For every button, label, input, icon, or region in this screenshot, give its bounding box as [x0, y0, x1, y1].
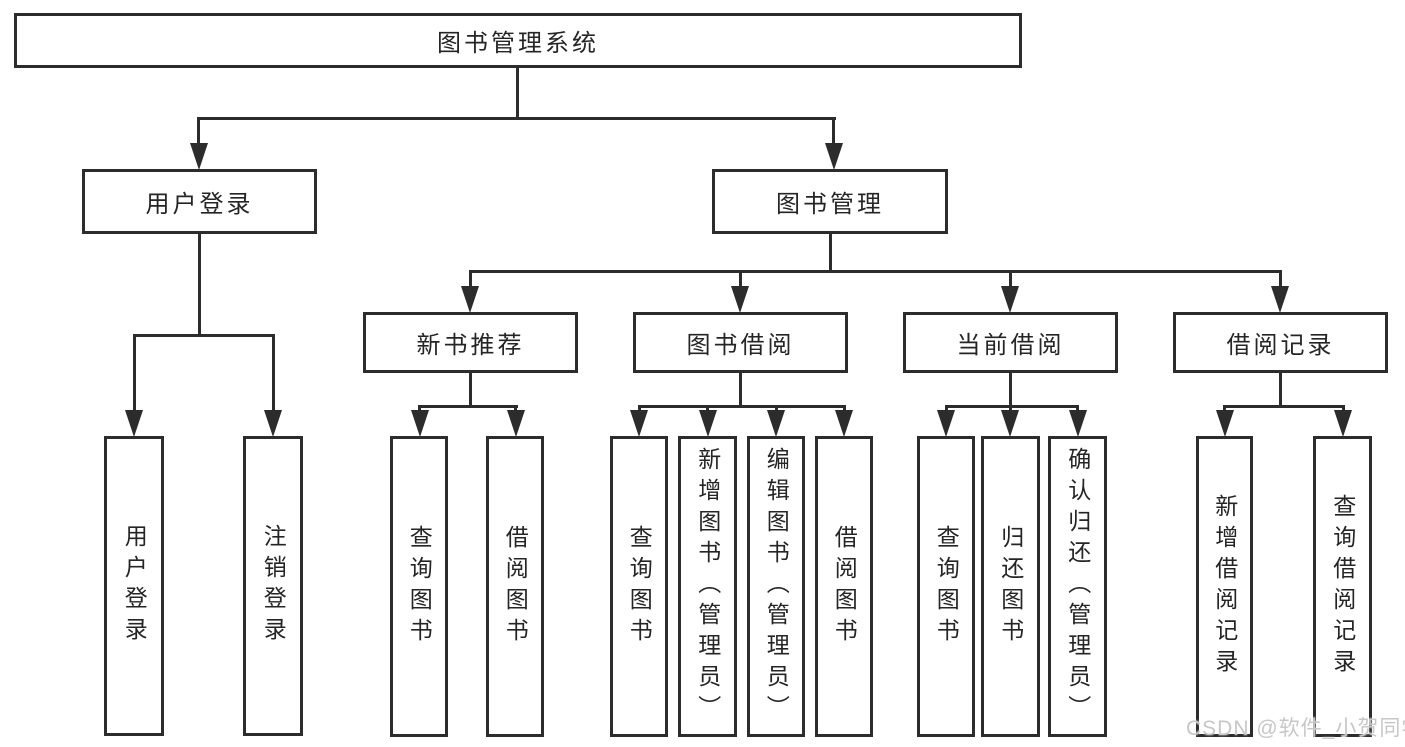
arrow-down-leaf-user-login [125, 410, 143, 437]
connector-to-br-add [1223, 405, 1226, 413]
node-label: 借阅记录 [1226, 332, 1335, 359]
leaf-label: 新增借阅记录 [1211, 493, 1238, 680]
connector-book-mgmt-stem [829, 233, 832, 273]
node-new-book-recommend: 新书推荐 [363, 312, 578, 373]
leaf-label: 查询图书 [933, 524, 960, 649]
leaf-borrow-add-book-admin: 新增图书（管理员） [678, 436, 737, 737]
connector-to-leaf-user-login [133, 334, 136, 412]
leaf-label: 查询借阅记录 [1329, 493, 1356, 680]
arrow-down-nr-search [411, 410, 429, 437]
leaf-logout: 注销登录 [243, 436, 303, 736]
leaf-label: 编辑图书（管理员） [763, 447, 790, 726]
connector-to-bb-edit [775, 405, 778, 413]
connector-to-user-login [197, 117, 200, 145]
node-user-login: 用户登录 [82, 169, 317, 234]
arrow-down-cb-confirm [1069, 410, 1087, 437]
leaf-borrow-borrow-book: 借阅图书 [815, 436, 873, 737]
connector-to-br-search [1342, 405, 1345, 413]
connector-to-nr-search [418, 405, 421, 413]
node-borrow-records: 借阅记录 [1173, 312, 1388, 373]
leaf-recommend-borrow-book: 借阅图书 [486, 436, 544, 737]
csdn-watermark: CSDN @软件_小贺同学 [1186, 717, 1405, 740]
leaf-records-search-record: 查询借阅记录 [1313, 436, 1372, 737]
leaf-current-search-book: 查询图书 [917, 436, 975, 737]
leaf-label: 借阅图书 [831, 524, 858, 649]
connector-to-leaf-logout [272, 334, 275, 412]
node-library-management-system: 图书管理系统 [14, 13, 1022, 68]
connector-to-current-borrow [1009, 270, 1012, 288]
connector-book-borrow-stem [739, 373, 742, 408]
connector-new-book-stem [469, 373, 472, 408]
node-label: 用户登录 [145, 191, 254, 218]
connector-to-cb-search [945, 405, 948, 413]
leaf-label: 查询图书 [626, 524, 653, 649]
connector-to-cb-return [1009, 405, 1012, 413]
arrow-down-bb-borrow [835, 410, 853, 437]
leaf-borrow-edit-book-admin: 编辑图书（管理员） [747, 436, 805, 737]
leaf-borrow-search-book: 查询图书 [610, 436, 668, 737]
node-label: 图书管理系统 [437, 30, 599, 57]
connector-to-cb-confirm [1076, 405, 1079, 413]
node-current-borrow: 当前借阅 [903, 312, 1118, 373]
arrow-down-bb-search [630, 410, 648, 437]
connector-to-bb-borrow [843, 405, 846, 413]
connector-root-stem [516, 68, 519, 120]
node-label: 当前借阅 [956, 332, 1065, 359]
connector-user-login-stem [198, 233, 201, 337]
connector-user-login-rail [133, 334, 275, 337]
leaf-label: 新增图书（管理员） [694, 447, 721, 726]
leaf-recommend-search-book: 查询图书 [390, 436, 448, 737]
arrow-down-book-management [825, 143, 843, 170]
node-label: 图书管理 [776, 191, 884, 218]
arrow-down-cb-search [937, 410, 955, 437]
arrow-down-new-book [461, 286, 479, 313]
node-label: 图书借阅 [686, 332, 795, 359]
node-book-management: 图书管理 [712, 169, 948, 234]
connector-to-book-management [832, 117, 835, 145]
connector-to-bb-add [706, 405, 709, 413]
arrow-down-current-borrow [1001, 286, 1019, 313]
connector-to-nr-borrow [514, 405, 517, 413]
connector-book-mgmt-rail [469, 270, 1282, 273]
connector-book-borrow-rail [638, 405, 846, 408]
arrow-down-leaf-logout [264, 410, 282, 437]
leaf-user-login: 用户登录 [104, 436, 164, 736]
arrow-down-bb-add [699, 410, 717, 437]
arrow-down-user-login [190, 143, 208, 170]
arrow-down-br-search [1334, 410, 1352, 437]
leaf-current-confirm-return-admin: 确认归还（管理员） [1048, 436, 1107, 737]
leaf-label: 确认归还（管理员） [1064, 447, 1091, 726]
connector-current-borrow-stem [1009, 373, 1012, 408]
leaf-records-add-record: 新增借阅记录 [1196, 436, 1253, 737]
connector-to-book-borrow [739, 270, 742, 288]
arrow-down-borrow-records [1271, 286, 1289, 313]
arrow-down-cb-return [1001, 410, 1019, 437]
connector-current-borrow-rail [945, 405, 1079, 408]
leaf-label: 归还图书 [997, 524, 1024, 649]
connector-borrow-records-rail [1223, 405, 1345, 408]
connector-to-bb-search [638, 405, 641, 413]
connector-new-book-rail [418, 405, 518, 408]
connector-root-rail [197, 117, 836, 120]
leaf-label: 注销登录 [260, 524, 287, 648]
connector-to-borrow-records [1279, 270, 1282, 288]
leaf-label: 用户登录 [121, 524, 148, 648]
arrow-down-bb-edit [767, 410, 785, 437]
connector-borrow-records-stem [1279, 373, 1282, 408]
arrow-down-br-add [1216, 410, 1234, 437]
connector-to-new-book [469, 270, 472, 288]
node-label: 新书推荐 [416, 332, 525, 359]
node-book-borrow: 图书借阅 [633, 312, 848, 373]
leaf-current-return-book: 归还图书 [981, 436, 1040, 737]
arrow-down-nr-borrow [507, 410, 525, 437]
arrow-down-book-borrow [731, 286, 749, 313]
leaf-label: 借阅图书 [502, 524, 529, 649]
leaf-label: 查询图书 [406, 524, 433, 649]
